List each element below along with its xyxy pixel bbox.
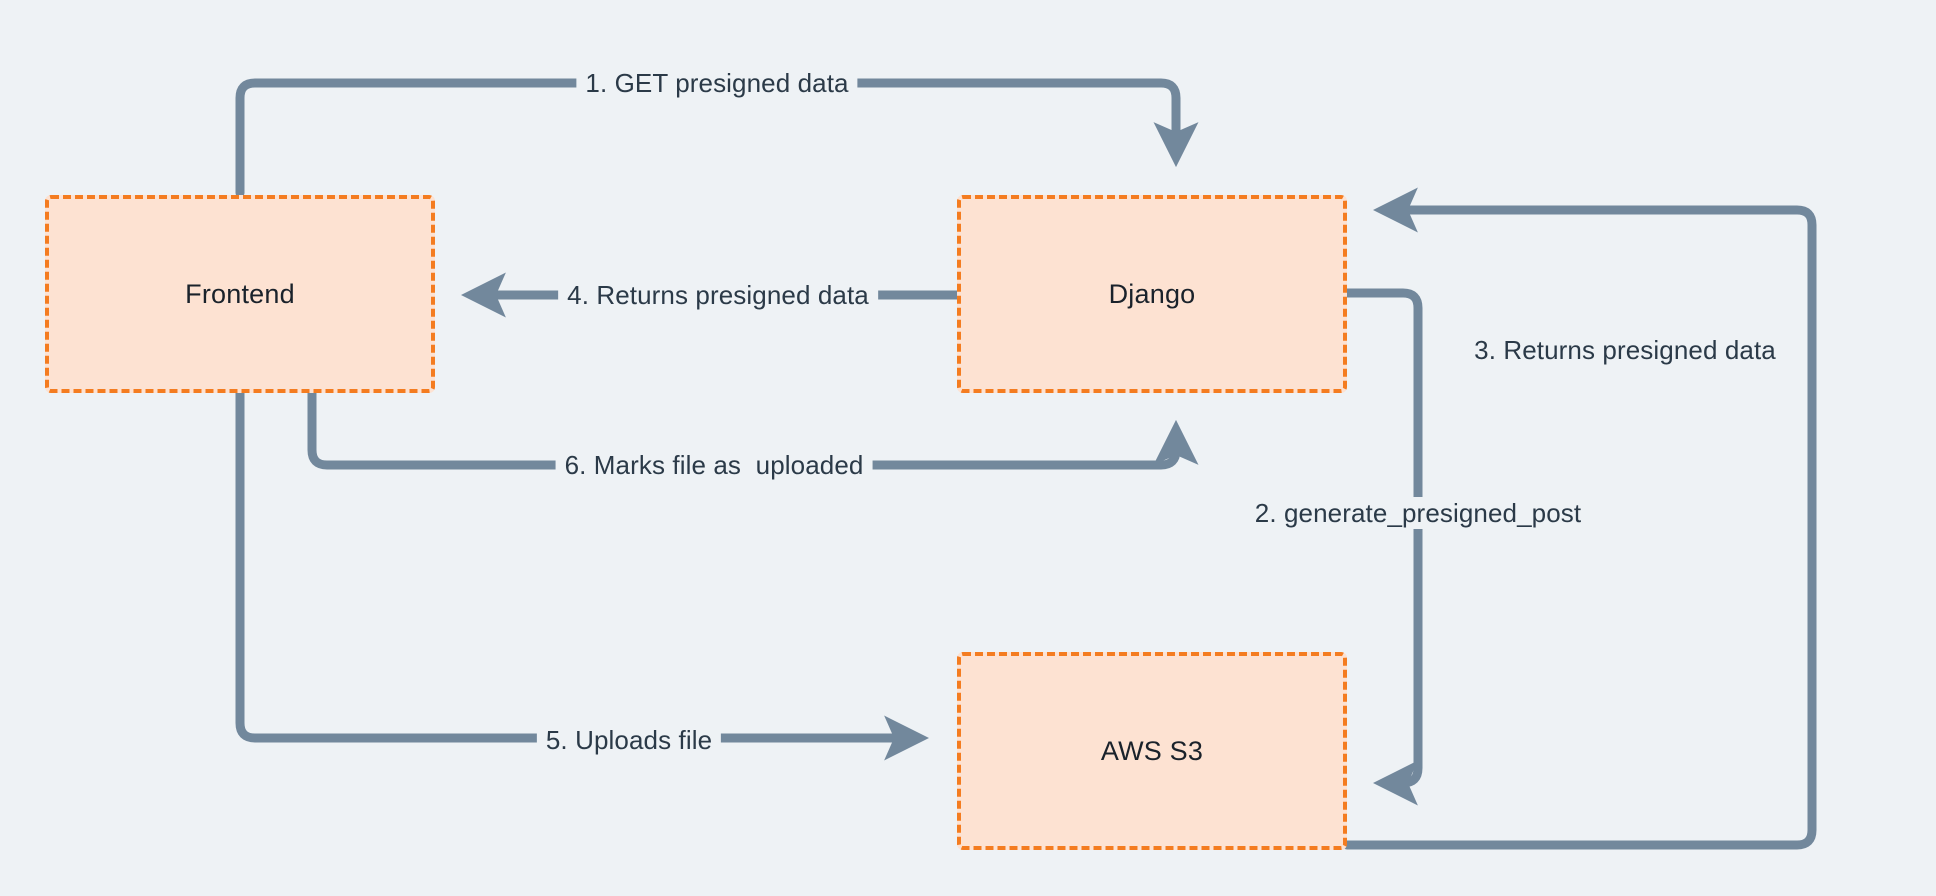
node-aws-s3[interactable]: AWS S3 xyxy=(957,652,1347,850)
edge-label-3: 3. Returns presigned data xyxy=(1465,334,1785,366)
edge-path-3 xyxy=(1342,187,1817,850)
node-frontend-label: Frontend xyxy=(185,278,295,309)
node-aws-s3-label: AWS S3 xyxy=(1100,735,1204,766)
node-django[interactable]: Django xyxy=(957,195,1347,393)
edge-path-1 xyxy=(235,78,1199,198)
node-frontend[interactable]: Frontend xyxy=(45,195,435,393)
edge-path-2 xyxy=(1342,288,1423,806)
edge-path-5 xyxy=(235,388,930,761)
edge-label-4: 4. Returns presigned data xyxy=(558,279,878,311)
edge-label-2: 2. generate_presigned_post xyxy=(1245,497,1591,529)
edge-label-5: 5. Uploads file xyxy=(536,724,722,756)
node-django-label: Django xyxy=(1108,278,1196,309)
edge-label-1: 1. GET presigned data xyxy=(576,67,858,99)
edge-label-6: 6. Marks file as uploaded xyxy=(555,449,873,481)
